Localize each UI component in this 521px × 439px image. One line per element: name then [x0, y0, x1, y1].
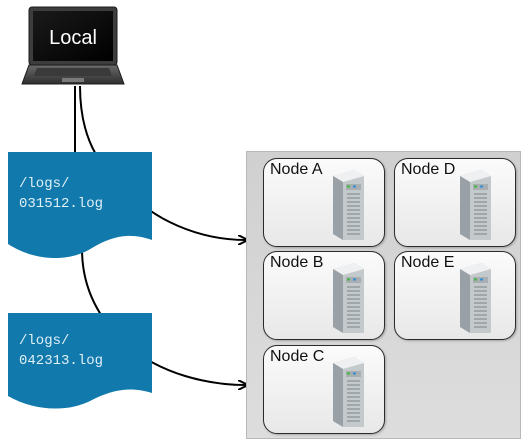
laptop-label: Local [49, 27, 97, 49]
document-icon [8, 152, 152, 259]
node-label: Node C [270, 348, 325, 365]
document-icon [8, 313, 152, 409]
file-2-name: 042313.log [19, 353, 103, 369]
node-label: Node A [270, 161, 323, 178]
node-a[interactable]: Node A [263, 158, 385, 247]
file-1-name: 031512.log [19, 196, 103, 212]
node-label: Node B [270, 254, 324, 271]
server-icon [460, 170, 491, 240]
server-icon [460, 263, 491, 333]
node-b[interactable]: Node B [263, 251, 385, 340]
server-icon [333, 170, 364, 240]
node-label: Node E [401, 254, 455, 271]
laptop-icon [21, 6, 125, 85]
file-1-dir: /logs/ [19, 176, 69, 192]
node-c[interactable]: Node C [263, 345, 385, 434]
node-label: Node D [401, 161, 456, 178]
cluster-panel: Node A Node D [246, 151, 521, 439]
node-d[interactable]: Node D [394, 158, 516, 247]
server-icon [333, 263, 364, 333]
node-e[interactable]: Node E [394, 251, 516, 340]
server-icon [333, 357, 364, 427]
file-2-dir: /logs/ [19, 333, 69, 349]
